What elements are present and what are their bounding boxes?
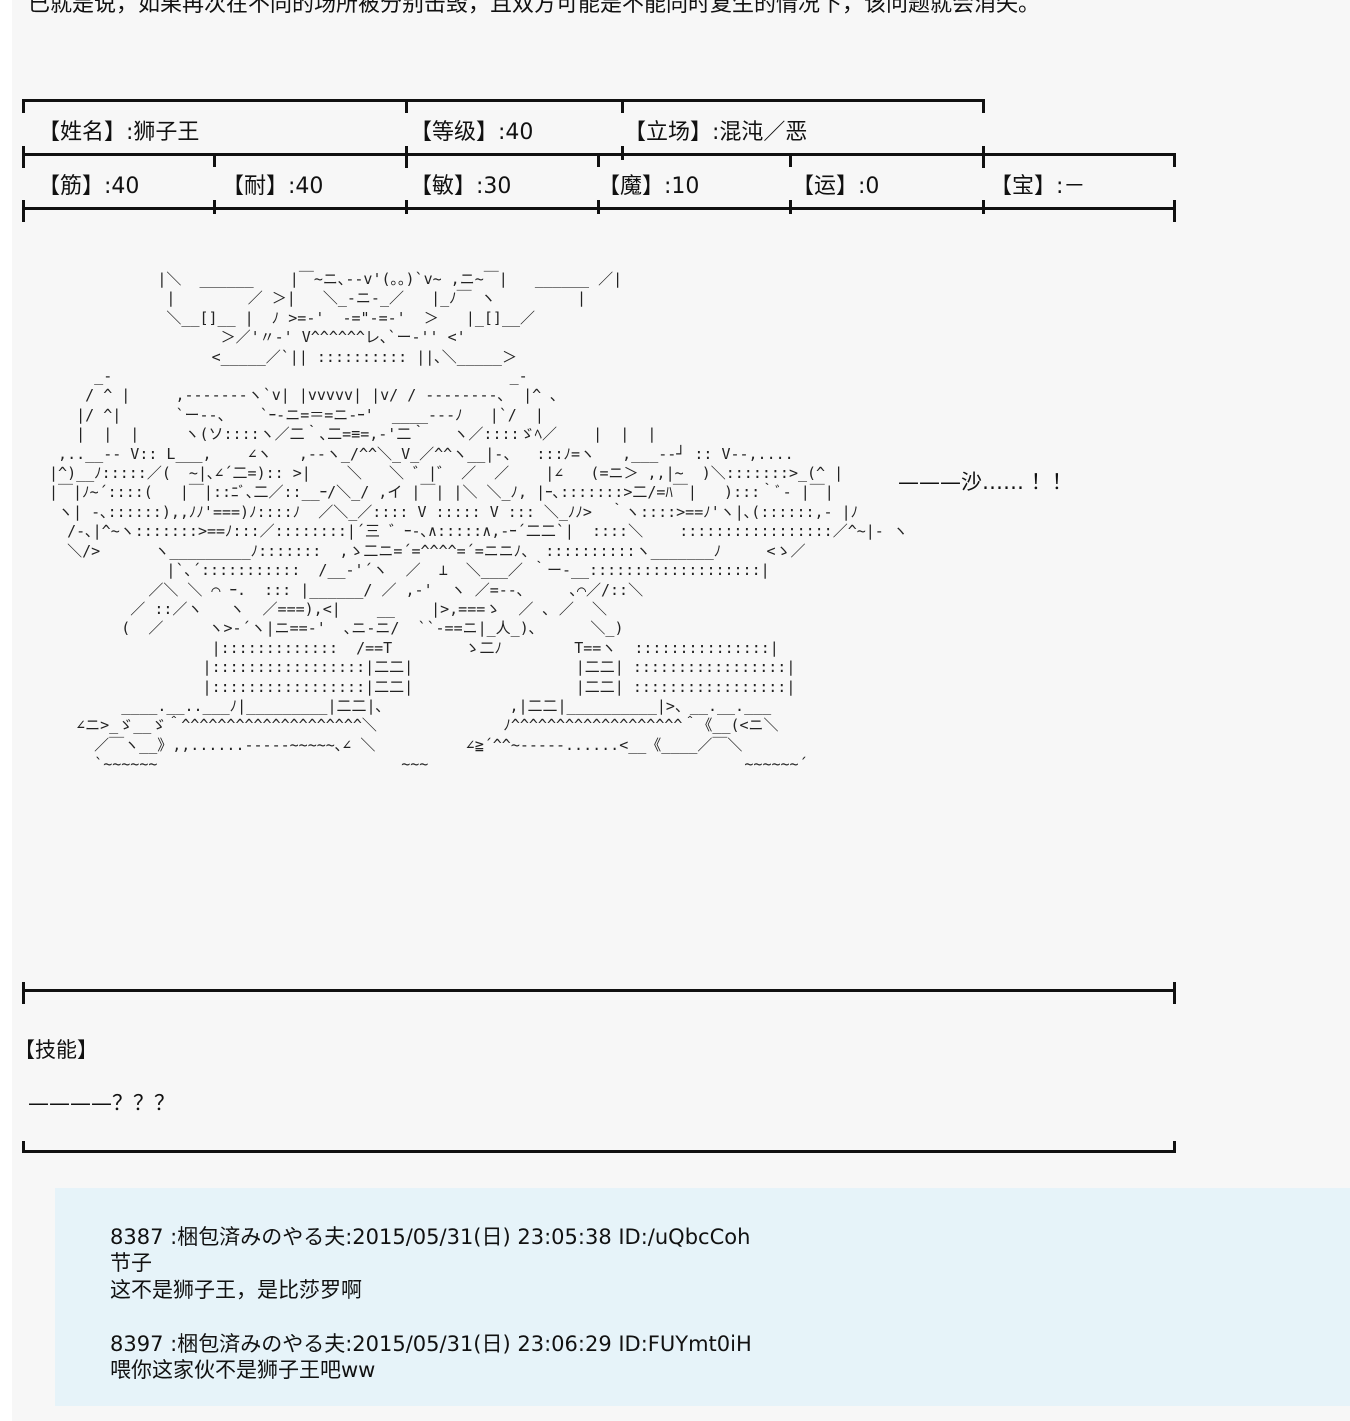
table-tick <box>22 200 25 222</box>
table-tick <box>982 99 985 113</box>
table-tick <box>405 146 408 168</box>
table-tick <box>22 982 25 1004</box>
ascii-art-figure: |＼ ______ |￣~ニ､--v'(｡｡)`v~ ,ニ~￣| ______ … <box>49 270 908 774</box>
table-tick <box>405 99 408 113</box>
table-tick <box>597 153 600 167</box>
stat-strength: 【筋】:40 <box>38 174 140 199</box>
table-tick <box>22 99 25 113</box>
table-rule-top <box>22 99 985 102</box>
sound-effect-text: ———沙…… ！！ <box>898 470 1073 494</box>
skills-heading: 【技能】 <box>14 1038 98 1062</box>
stat-alignment: 【立场】:混沌／恶 <box>624 120 808 145</box>
stat-magic: 【魔】:10 <box>598 174 700 199</box>
skills-rule-top <box>22 989 1176 992</box>
stat-name: 【姓名】:狮子王 <box>38 120 200 145</box>
comments-panel <box>55 1188 1350 1406</box>
table-tick <box>982 146 985 168</box>
stat-agility: 【敏】:30 <box>410 174 512 199</box>
comment-1-header: 8387 :梱包済みのやる夫:2015/05/31(日) 23:05:38 ID… <box>110 1225 751 1249</box>
table-tick <box>22 146 25 168</box>
table-tick <box>597 200 600 214</box>
table-tick <box>621 99 624 113</box>
table-tick <box>1173 153 1176 167</box>
intro-text: 已就是说，如果再次在不同的场所被分别击毁，且双方可能是不能同时复生的情况下，该问… <box>28 0 1041 17</box>
comment-1-line-1: 节子 <box>110 1251 152 1275</box>
comment-2-header: 8397 :梱包済みのやる夫:2015/05/31(日) 23:06:29 ID… <box>110 1332 752 1356</box>
stat-noble-phantasm: 【宝】:－ <box>990 174 1086 199</box>
comment-2-line-1: 喂你这家伙不是狮子王吧ww <box>110 1358 376 1382</box>
table-tick <box>789 153 792 167</box>
skills-rule-bottom <box>22 1150 1176 1153</box>
table-tick <box>213 200 216 214</box>
table-tick <box>621 146 624 160</box>
table-tick <box>789 200 792 214</box>
table-tick <box>1173 982 1176 1004</box>
table-tick <box>1173 200 1176 222</box>
table-tick <box>405 200 408 214</box>
page-background <box>12 0 1350 1421</box>
stat-level: 【等级】:40 <box>410 120 534 145</box>
stat-endurance: 【耐】:40 <box>222 174 324 199</box>
table-tick <box>1173 1141 1176 1153</box>
table-tick <box>22 1141 25 1153</box>
table-tick <box>982 200 985 214</box>
stat-luck: 【运】:0 <box>792 174 880 199</box>
table-tick <box>213 153 216 167</box>
skills-entry: ————？？？ <box>28 1091 175 1115</box>
comment-1-line-2: 这不是狮子王，是比莎罗啊 <box>110 1278 362 1302</box>
